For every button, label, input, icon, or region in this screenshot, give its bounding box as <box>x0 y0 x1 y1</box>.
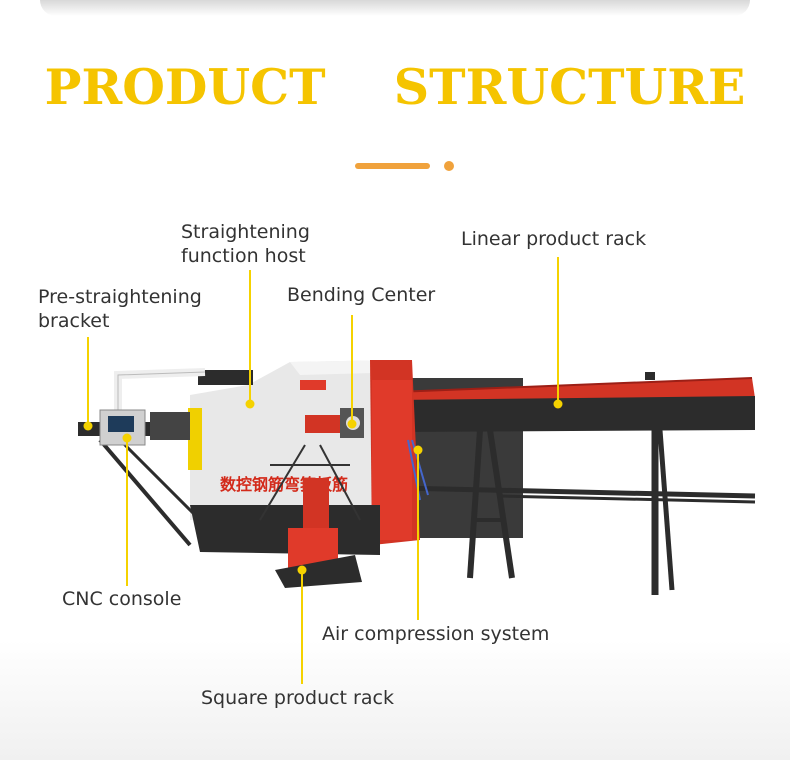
machine-body: 数控钢筋弯箍板筋 <box>188 360 420 555</box>
label-line-1: Pre-straightening <box>38 286 202 308</box>
label-line-2: function host <box>181 245 306 267</box>
label-pre-straightening-bracket: Pre-straightening bracket <box>38 285 202 333</box>
square-product-rack <box>275 478 362 588</box>
label-cnc-console: CNC console <box>62 588 182 610</box>
leader-dots <box>83 399 563 575</box>
page-title: PRODUCT STRUCTURE <box>44 58 746 116</box>
cnc-console <box>99 409 146 446</box>
label-square-product-rack: Square product rack <box>201 687 394 709</box>
label-bending-center: Bending Center <box>287 284 436 306</box>
bottom-fade <box>0 640 790 760</box>
pre-straightening-bracket <box>78 368 206 547</box>
label-line-2: bracket <box>38 310 110 332</box>
label-linear-product-rack: Linear product rack <box>461 228 647 250</box>
leader-lines <box>87 257 559 684</box>
decorative-line <box>355 163 430 169</box>
linear-product-rack <box>394 372 756 595</box>
label-air-compression-system: Air compression system <box>322 623 550 645</box>
decorative-dot <box>444 161 454 171</box>
top-shadow <box>40 0 750 16</box>
label-line-1: Straightening <box>181 221 310 243</box>
label-straightening-function-host: Straightening function host <box>181 220 310 268</box>
